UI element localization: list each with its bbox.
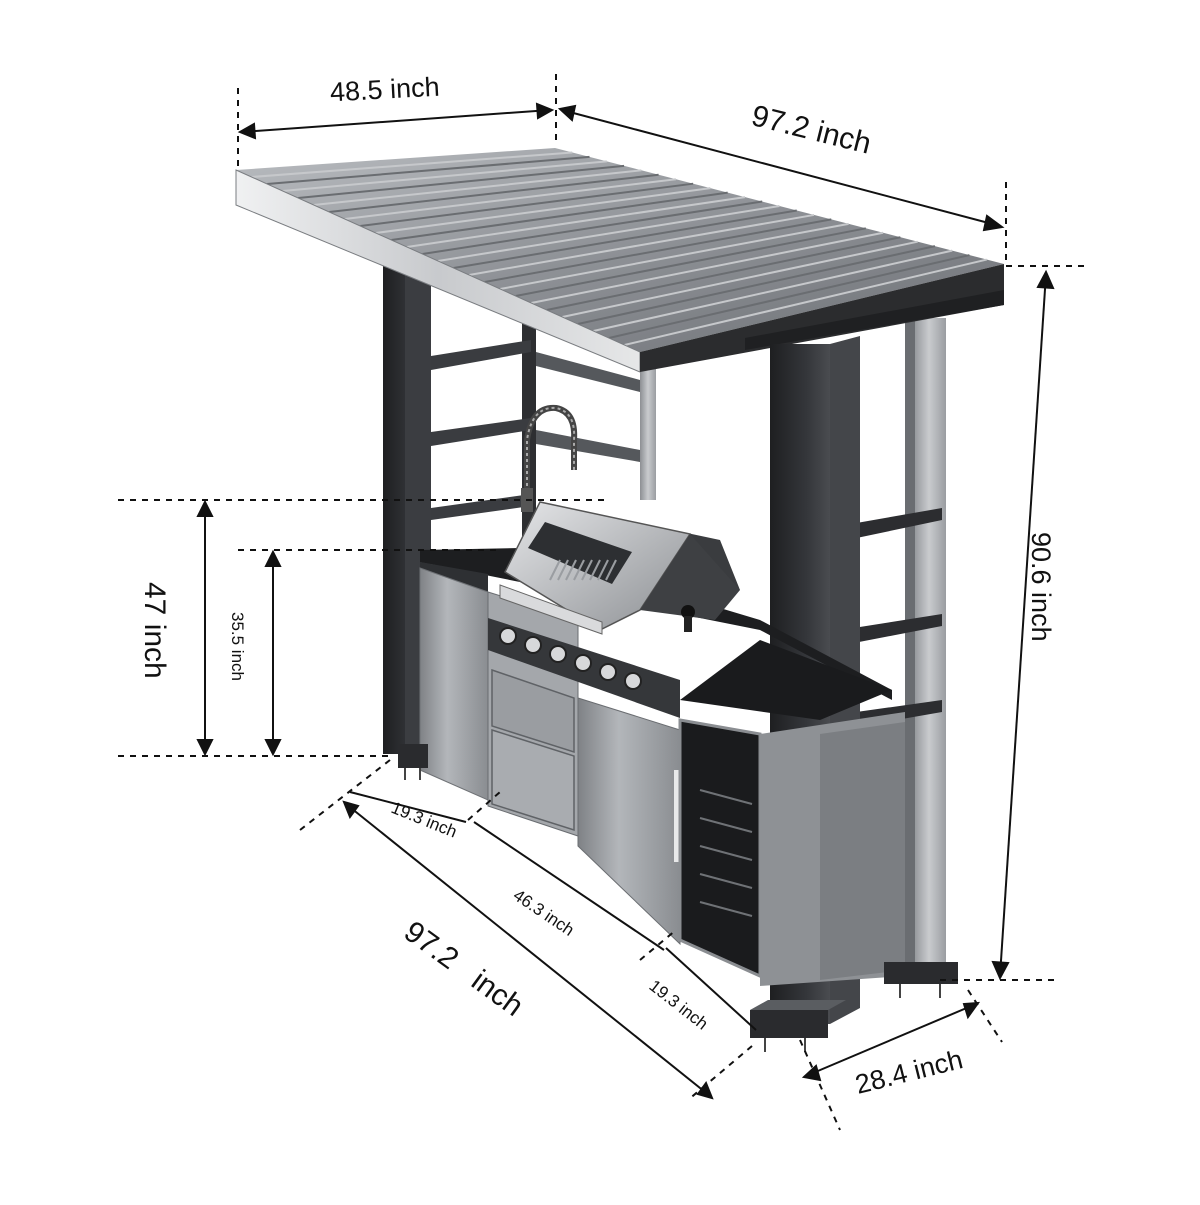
roof-rib [422,200,763,255]
roof-rib [298,164,625,199]
roof-rib [608,254,970,339]
roof-depth-label: 48.5 inch [329,72,440,108]
grill-hood [499,501,740,635]
grill-slat [565,559,577,581]
roof-rib [251,151,573,178]
dimension-lines [118,74,1085,1131]
roof-panel [235,148,1004,373]
backsplash-height-label: 47 inch [138,582,171,679]
fridge-shelf [699,873,753,889]
total-height-label: 90.6 inch [1026,532,1056,642]
grill-knob [499,627,517,645]
roof-rib [313,169,642,206]
roof-rib [531,231,884,304]
grill-knob [524,636,542,654]
roof-length-label: 97.2 inch [748,99,874,160]
roof-rib [546,236,901,311]
back-right-post [640,360,656,500]
fridge-shelf [699,789,753,805]
right-rear-post-base [884,962,958,998]
roof-rib [375,187,711,234]
grill-knob [549,645,567,663]
roof-rib [344,178,677,220]
fridge-shelf [699,901,753,917]
roof-rib [577,245,936,325]
sink-faucet [521,404,578,512]
grill-slat [581,559,593,581]
grill-slat [605,559,617,581]
grill-slat [597,559,609,581]
roof-rib [499,222,849,290]
grill-knob [624,672,642,690]
roof-rib [562,240,918,318]
base-length-label: 97.2 inch [398,915,529,1023]
arrow-lines [196,102,1055,1100]
segment-left-label: 19.3 inch [389,798,460,841]
grill-knob [574,654,592,672]
base-depth-label: 28.4 inch [852,1044,966,1100]
roof-rib [437,205,780,262]
roof-rib [282,160,607,192]
roof-rib [266,155,590,185]
grill-slat [549,559,561,581]
front-post-feet [764,1038,806,1052]
grill-window-slats [549,559,617,581]
roof-rib [453,209,797,269]
cabinet-body [419,548,905,986]
fridge-shelves [699,789,753,917]
roof-rib [515,227,867,297]
right-inner-post [905,318,946,978]
roof-rib [468,213,815,276]
segment-middle-label: 46.3 inch [510,886,578,940]
roof-rib [391,191,728,241]
roof-rib [329,173,659,213]
roof-rib [593,249,953,332]
left-post-base [398,744,428,780]
counter-height-label: 35.5 inch [228,612,247,681]
roof-rib [624,258,987,346]
grill-slat [557,559,569,581]
roof-ribs [251,151,987,346]
grill-slat [589,559,601,581]
roof-rib [360,182,694,227]
back-left-post [383,262,431,754]
roof-rib [484,218,832,283]
roof-rib [406,196,746,248]
grill-slat [573,559,585,581]
fridge-shelf [699,817,753,833]
kitchen-island-illustration [235,148,1004,1052]
grill-knob [599,663,617,681]
segment-right-label: 19.3 inch [646,976,712,1033]
fridge-shelf [699,845,753,861]
grill-knobs [499,627,642,690]
